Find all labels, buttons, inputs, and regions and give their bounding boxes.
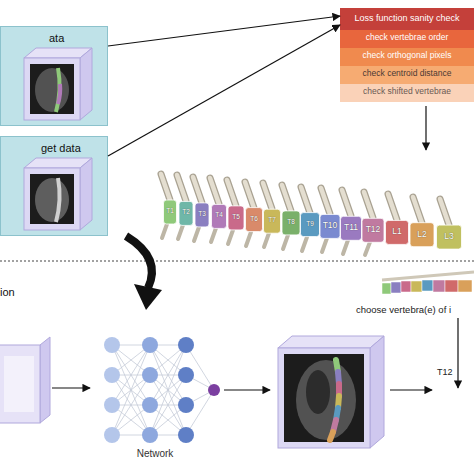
vertebra-label: T12 [359,225,387,234]
vertebra-label: T9 [296,220,324,227]
vertebral-bodies [164,200,462,249]
check-row: check orthogonal pixels [340,48,474,66]
input-volume [40,337,50,423]
lower-process [162,224,370,255]
vertebra-label: T11 [337,223,365,232]
flow-arrow [108,16,340,46]
big-arrow [126,236,152,288]
vertebra-label: T6 [240,215,268,222]
network-label-box: Network [100,446,210,464]
flow-arrow [224,389,270,390]
flow-arrow [425,106,426,150]
node-text: check vertebrae order [342,33,472,43]
vertebra-label: T12 [437,368,453,378]
check-row: check vertebrae order [340,30,474,48]
small-spine [382,272,474,294]
network-edges [112,345,214,435]
input-volume [0,345,40,423]
ct-slice [284,354,364,442]
spinous-process [161,174,449,225]
check-row: check shifted vertebrae [340,84,474,102]
ct-lung [306,370,330,414]
ct-volume [370,336,384,448]
vertebra-label: T8 [277,218,305,225]
vertebra-label: L1 [383,227,411,236]
vertebra-label: T5 [222,213,250,220]
node-text: check shifted vertebrae [342,87,472,97]
vertebra-label: L2 [408,230,436,239]
node-text: check orthogonal pixels [342,51,472,61]
vertebra-label: T4 [205,211,233,218]
section-label: ion [0,286,15,298]
vertebra-label: L3 [435,232,463,241]
check-row: check centroid distance [340,66,474,84]
vertebra-label: T10 [316,221,344,230]
data-box: ata [0,26,108,126]
ct-spine [330,360,339,440]
big-arrow-head [134,284,162,310]
vertebra-label: T1 [156,207,184,214]
divider-line [0,261,474,262]
vertebra-label: T7 [258,216,286,223]
ct-volume [278,336,384,348]
vertebra-label: T2 [172,208,200,215]
network-neurons [104,337,220,443]
flow-arrow [457,318,458,388]
vertebra-label: T3 [188,210,216,217]
node-text: ata [49,32,105,45]
node-text: check centroid distance [342,69,472,79]
flow-arrow [108,25,340,156]
flow-arrow [52,387,90,388]
step-label: choose vertebra(e) of i [356,305,451,315]
data-box: get data [0,136,108,236]
input-volume [4,356,34,412]
flow-arrow [390,389,432,390]
node-text: Network [100,448,210,460]
loss-box: Loss function sanity check check vertebra… [340,8,474,102]
node-text: Loss function sanity check [342,13,472,23]
spinous-process [161,174,449,225]
ct-body [296,360,356,440]
node-text: get data [41,142,105,155]
ct-volume [278,348,370,448]
